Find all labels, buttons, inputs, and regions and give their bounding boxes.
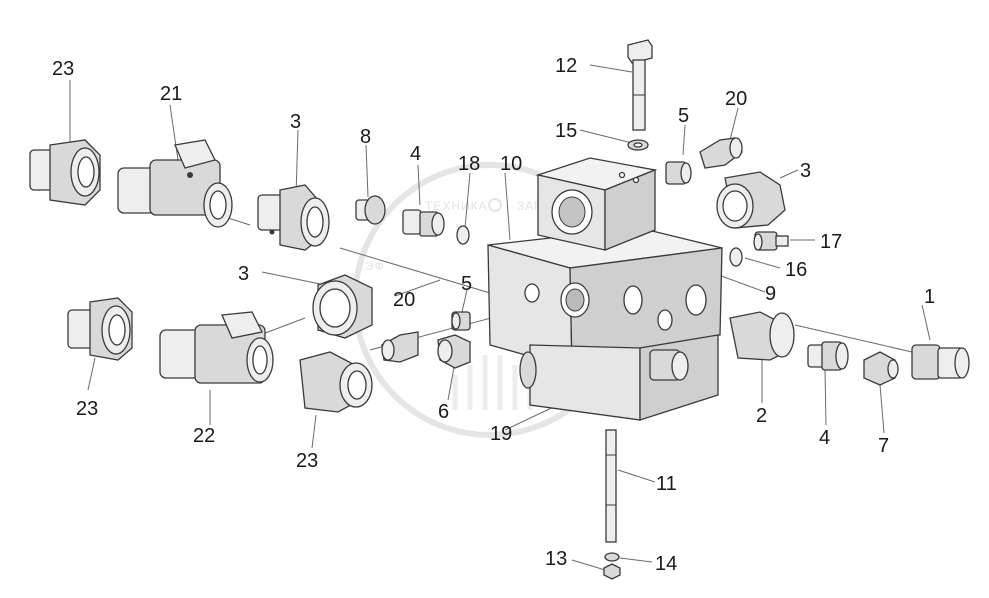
adapter-3-top [257,184,330,251]
label-13: 13 [545,548,567,570]
label-4a: 4 [410,143,421,165]
label-15: 15 [555,120,577,142]
label-23b: 23 [76,398,98,420]
label-20b: 20 [393,289,415,311]
washer-14 [604,552,620,562]
label-6: 6 [438,401,449,423]
fitting-5-middle [451,311,471,331]
adapter-3-right [716,171,786,229]
label-5b: 5 [461,273,472,295]
label-3c: 3 [238,263,249,285]
label-4b: 4 [819,427,830,449]
nut-13 [603,563,621,580]
seal-16 [729,247,743,267]
fitting-5-top [665,161,692,185]
cap-7 [863,351,899,386]
label-11: 11 [656,473,677,495]
label-7: 7 [878,435,889,457]
plug-6 [437,334,471,369]
label-22: 22 [193,425,215,447]
fitting-4-right [807,341,849,371]
label-21: 21 [160,83,182,105]
fitting-17 [753,231,789,251]
callout-labels: 23 21 3 8 4 18 10 12 15 5 20 3 17 16 9 1… [52,55,935,575]
watermark-text-left: ТЕХНИКА [425,199,488,213]
watermark-monogram: ЭФ [365,259,385,273]
nut-23-bottom-left [67,297,133,361]
label-2: 2 [756,405,767,427]
label-14: 14 [655,553,677,575]
label-16: 16 [785,259,807,281]
label-19: 19 [490,423,512,445]
label-23c: 23 [296,450,318,472]
nut-23-bottom-middle [299,351,373,413]
label-8: 8 [360,126,371,148]
label-1: 1 [924,286,935,308]
bolt-12 [627,39,653,131]
adapter-2 [729,311,795,361]
fitting-1 [911,344,970,380]
label-20a: 20 [725,88,747,110]
valve-body [487,157,723,421]
plug-8 [355,195,386,225]
nut-23-top-left [29,139,101,206]
label-3a: 3 [290,111,301,133]
fitting-20-top [699,137,743,169]
wheat-icon [452,355,533,410]
label-17: 17 [820,231,842,253]
label-9: 9 [765,283,776,305]
label-5a: 5 [678,105,689,127]
stud-11 [605,429,617,543]
label-12: 12 [555,55,577,77]
label-10: 10 [500,153,522,175]
fitting-4-top [402,209,445,237]
fitting-20-middle [381,331,419,363]
tee-fitting-22 [159,311,274,384]
o-ring-18 [456,225,470,245]
tee-fitting-21 [117,139,233,228]
label-23a: 23 [52,58,74,80]
label-18: 18 [458,153,480,175]
label-3b: 3 [800,160,811,182]
gear-icon [488,198,502,212]
adapter-3-middle [312,274,373,339]
